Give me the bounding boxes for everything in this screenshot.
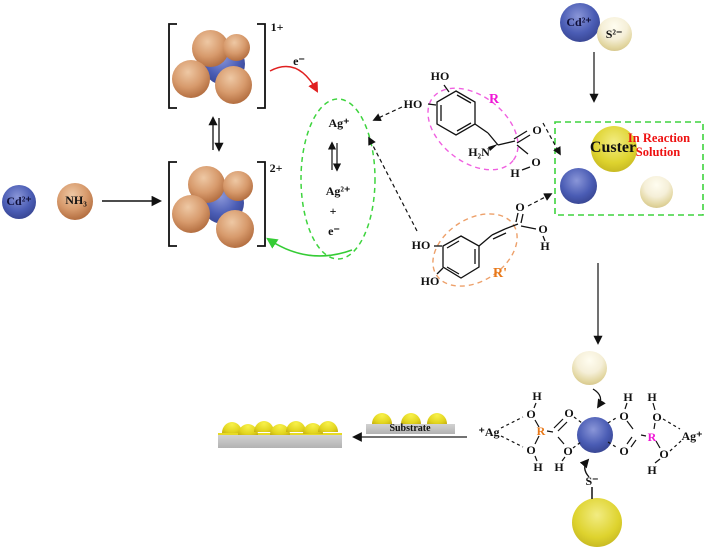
cds-cluster-sphere (572, 351, 607, 385)
s-ion-sphere (597, 17, 632, 51)
caffeic-ho-bottom-label: HO (420, 274, 440, 288)
ag-plus-label: Ag⁺ (328, 116, 350, 130)
silver-equilibrium-arrows (327, 141, 342, 172)
dopa-o-carbonyl-label: O (532, 123, 542, 137)
caffeic-rprime-label: R' (493, 266, 507, 281)
cd-ion-sphere-top (560, 3, 600, 42)
complex-o-label: O (526, 407, 536, 421)
plus-sign: + (329, 204, 337, 218)
dashed-coordination-arrows (368, 106, 561, 232)
complex-o-label: O (563, 444, 573, 458)
complex-blue-core (577, 417, 613, 453)
gold-dome (318, 421, 338, 432)
gold-dome (401, 413, 421, 424)
cluster2-tan-sphere (223, 171, 253, 201)
complex-o-label: O (564, 406, 574, 420)
complex-h-label: H (647, 463, 657, 477)
dopa-h2n-label: H₂N (468, 145, 490, 159)
gold-nanoparticle-sphere (572, 498, 622, 547)
cluster1-tan-sphere (215, 66, 252, 104)
gold-dome (427, 413, 447, 424)
complex-bonds (500, 402, 682, 464)
reduction-arrow (266, 237, 353, 257)
complex-o-label: O (619, 444, 629, 458)
cd-ion-top-label: Cd²⁺ (566, 15, 592, 29)
caffeic-molecule-bonds (434, 212, 546, 279)
reaction-solution-box (554, 121, 704, 216)
complex-h-label: H (647, 390, 657, 404)
cluster2-tan-sphere (216, 210, 254, 248)
complex-o-label: O (619, 409, 629, 423)
dopa-ho-left-label: HO (403, 97, 423, 111)
complex-ag-right-label: Ag⁺ (681, 429, 703, 443)
complex-h-label: H (532, 389, 542, 403)
substrate-label: Substrate (389, 423, 431, 434)
dopa-ho-top-label: HO (430, 69, 450, 83)
silver-cycle-ellipse (300, 98, 376, 260)
complex-o-label: O (659, 447, 669, 461)
box-cream-sphere (640, 176, 673, 208)
s-minus-label: S⁻ (585, 474, 599, 488)
cd-ion-left-label: Cd²⁺ (6, 194, 32, 208)
caffeic-ho-top-label: HO (411, 238, 431, 252)
electron-transfer-arrow (269, 65, 319, 93)
dopa-molecule-bonds (427, 84, 531, 171)
substrate-bar (366, 424, 455, 434)
s-ion-label: S²⁻ (605, 27, 623, 41)
dopa-o-hydroxyl-label: O (531, 155, 541, 169)
cluster-equilibrium-arrows (208, 116, 224, 152)
charge-label-2plus: 2+ (269, 161, 283, 175)
complex-ag-left-label: ⁺Ag (478, 425, 500, 439)
cluster2-tan-sphere (172, 195, 210, 233)
cluster1-tan-sphere (172, 60, 210, 98)
cd-ion-sphere-left (2, 185, 36, 219)
dopa-r-ellipse (427, 87, 519, 171)
nh3-label: NH₃ (65, 193, 87, 207)
nh3-sphere (57, 183, 93, 220)
caffeic-rprime-ellipse (432, 213, 518, 287)
gold-dome (372, 413, 392, 424)
gold-dome (270, 424, 290, 435)
cluster-sphere-label: Custer (589, 139, 637, 156)
complex-r-left-label: R (536, 424, 546, 438)
box-blue-sphere (560, 168, 597, 204)
caffeic-o-carbonyl-label: O (515, 200, 525, 214)
gold-dome (303, 423, 323, 434)
charge-label-1plus: 1+ (270, 20, 284, 34)
complex-o-label: O (526, 443, 536, 457)
dopa-h-label: H (510, 166, 520, 180)
cluster1-tan-sphere (223, 34, 250, 61)
cluster-brackets (168, 23, 266, 247)
caffeic-o-hydroxyl-label: O (538, 222, 548, 236)
cluster-sphere-yellow (591, 126, 637, 172)
gold-dome (286, 421, 306, 432)
reaction-note-line1: In Reaction (627, 130, 691, 145)
complex-o-label: O (652, 410, 662, 424)
electron-label: e⁻ (328, 224, 340, 238)
gold-dome (238, 424, 258, 435)
gold-dome (222, 422, 242, 433)
complex-h-label: H (623, 390, 633, 404)
reaction-note-line2: Solution (635, 144, 681, 159)
dopa-r-label: R (488, 92, 500, 107)
electron-transfer-label: e⁻ (293, 54, 305, 68)
complex-h-label: H (533, 460, 543, 474)
complex-r-right-label: R (647, 430, 657, 444)
cream-to-core-arrow (592, 388, 606, 409)
complex-h-label: H (554, 460, 564, 474)
caffeic-h-label: H (540, 239, 550, 253)
ag-2plus-label: Ag²⁺ (325, 184, 351, 198)
sulfide-to-core-arrow (579, 458, 590, 478)
gold-dome (254, 421, 274, 432)
